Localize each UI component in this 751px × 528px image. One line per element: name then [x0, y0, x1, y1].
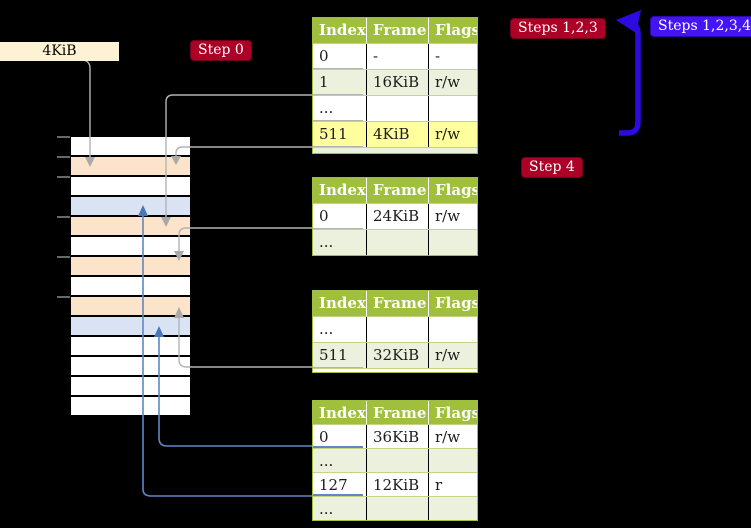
- col-header-index: Index: [313, 18, 366, 43]
- memory-row-peach: [71, 217, 190, 235]
- cell-flags: [428, 230, 477, 255]
- step0-badge: Step 0: [190, 40, 252, 61]
- cell-frame: 16KiB: [366, 70, 428, 95]
- memory-row-blue: [71, 197, 190, 215]
- big-loop-arrowhead-icon: [616, 10, 641, 33]
- page-table-4: Index Frame Flags 0 36KiB r/w ... 127 12…: [312, 400, 478, 521]
- cell-index: ...: [313, 230, 366, 255]
- connector-pt1-row511: [175, 146, 312, 157]
- table-row: 0 - -: [313, 44, 477, 69]
- page-size-label: 4KiB: [0, 42, 119, 61]
- table-header-row: Index Frame Flags: [313, 178, 477, 203]
- table-row: ...: [313, 497, 477, 520]
- table-row: 1 16KiB r/w: [313, 70, 477, 95]
- step4-badge: Step 4: [521, 157, 583, 178]
- cell-flags: [428, 497, 477, 520]
- cell-index: 1: [313, 70, 366, 95]
- cell-flags: r/w: [428, 425, 477, 448]
- page-table-1: Index Frame Flags 0 - - 1 16KiB r/w ... …: [312, 17, 478, 154]
- cell-index: 0: [313, 204, 366, 229]
- cell-frame: 24KiB: [366, 204, 428, 229]
- cell-flags: r: [428, 473, 477, 496]
- table-row: ...: [313, 317, 477, 342]
- cell-index: ...: [313, 96, 366, 121]
- cell-frame: [366, 497, 428, 520]
- cell-flags: r/w: [428, 343, 477, 368]
- memory-row-white: [71, 237, 190, 255]
- col-header-index: Index: [313, 291, 366, 316]
- page-table-2: Index Frame Flags 0 24KiB r/w ...: [312, 177, 478, 256]
- cell-frame: 36KiB: [366, 425, 428, 448]
- cell-frame: [366, 230, 428, 255]
- table-row: 127 12KiB r: [313, 473, 477, 496]
- table-row: 511 32KiB r/w: [313, 343, 477, 368]
- col-header-flags: Flags: [428, 291, 477, 316]
- cell-flags: [428, 449, 477, 472]
- table-header-row: Index Frame Flags: [313, 291, 477, 316]
- table-header-row: Index Frame Flags: [313, 401, 477, 424]
- memory-row-white: [71, 277, 190, 295]
- table-row: 0 36KiB r/w: [313, 425, 477, 448]
- col-header-index: Index: [313, 401, 366, 424]
- memory-row-white: [71, 177, 190, 195]
- cell-flags: -: [428, 44, 477, 69]
- col-header-index: Index: [313, 178, 366, 203]
- col-header-frame: Frame: [366, 178, 428, 203]
- cell-index: ...: [313, 449, 366, 472]
- memory-ticks: [57, 136, 70, 298]
- table-cutoff-row: [313, 148, 477, 153]
- table-row: ...: [313, 449, 477, 472]
- memory-row-white: [71, 357, 190, 375]
- cell-flags: [428, 317, 477, 342]
- memory-row-peach: [71, 157, 190, 175]
- col-header-flags: Flags: [428, 401, 477, 424]
- memory-row-white: [71, 397, 190, 415]
- col-header-frame: Frame: [366, 18, 428, 43]
- cell-index: 511: [313, 343, 366, 368]
- cell-frame: [366, 96, 428, 121]
- table-cutoff-row: [313, 369, 477, 372]
- col-header-frame: Frame: [366, 291, 428, 316]
- cell-flags: r/w: [428, 204, 477, 229]
- cell-index: 0: [313, 44, 366, 69]
- memory-row-peach: [71, 297, 190, 315]
- cell-index: ...: [313, 497, 366, 520]
- table-header-row: Index Frame Flags: [313, 18, 477, 43]
- col-header-flags: Flags: [428, 178, 477, 203]
- memory-row-blue: [71, 317, 190, 335]
- memory-row-peach: [71, 257, 190, 275]
- cell-frame: -: [366, 44, 428, 69]
- steps1234-badge: Steps 1,2,3,4: [650, 16, 751, 37]
- connector-pt3-row511: [178, 317, 312, 368]
- cell-index: 511: [313, 122, 366, 147]
- cell-flags: [428, 96, 477, 121]
- col-header-flags: Flags: [428, 18, 477, 43]
- steps123-badge: Steps 1,2,3: [510, 18, 606, 39]
- big-loop-arrow: [619, 19, 641, 136]
- cell-frame: 32KiB: [366, 343, 428, 368]
- cell-frame: 12KiB: [366, 473, 428, 496]
- page-table-3: Index Frame Flags ... 511 32KiB r/w: [312, 290, 478, 373]
- cell-flags: r/w: [428, 122, 477, 147]
- table-row: ...: [313, 230, 477, 255]
- cell-index: 0: [313, 425, 366, 448]
- memory-row-white: [71, 377, 190, 395]
- table-row-highlighted: 511 4KiB r/w: [313, 122, 477, 147]
- cell-flags: r/w: [428, 70, 477, 95]
- col-header-frame: Frame: [366, 401, 428, 424]
- table-row: ...: [313, 96, 477, 121]
- cell-frame: 4KiB: [366, 122, 428, 147]
- memory-row-white: [71, 137, 190, 155]
- memory-strip: [71, 137, 190, 417]
- memory-row-white: [71, 337, 190, 355]
- cell-frame: [366, 317, 428, 342]
- cell-frame: [366, 449, 428, 472]
- cell-index: ...: [313, 317, 366, 342]
- table-row: 0 24KiB r/w: [313, 204, 477, 229]
- connector-pt2-row0: [178, 227, 312, 252]
- cell-index: 127: [313, 473, 366, 496]
